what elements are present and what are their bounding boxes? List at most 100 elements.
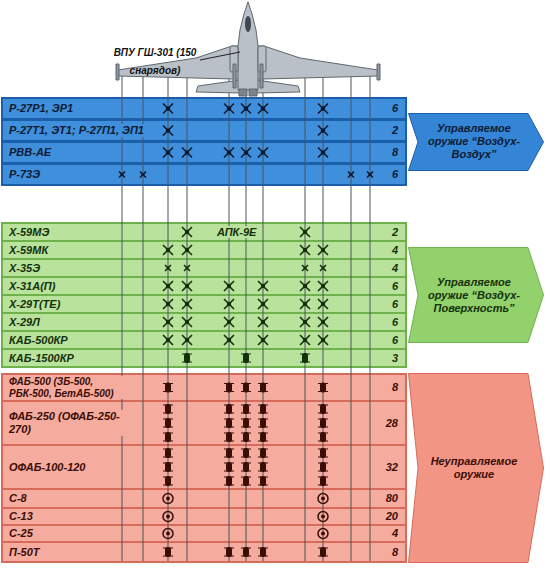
store-symbol	[224, 418, 234, 428]
row-band	[3, 509, 405, 524]
weapon-row: Х-31А(П)6	[3, 278, 405, 294]
store-symbol	[224, 476, 234, 486]
store-symbol	[318, 245, 328, 255]
store-symbol	[320, 265, 326, 271]
quantity: 2	[389, 226, 401, 239]
store-symbol	[258, 383, 268, 393]
store-symbol	[163, 104, 173, 114]
system-name: АПК-9Е	[214, 226, 259, 239]
category-arrow: Управляемое оружие “Воздух-Поверхность”	[408, 247, 544, 343]
panel	[1, 222, 407, 368]
nozzle	[249, 89, 257, 96]
weapon-row: Х-59МЭАПК-9Е2	[3, 224, 405, 240]
store-symbol	[163, 126, 173, 136]
store-symbol	[163, 299, 173, 309]
quantity: 4	[389, 527, 401, 540]
wingtip-rail	[116, 64, 119, 80]
quantity: 6	[389, 102, 401, 115]
store-symbol	[241, 547, 251, 557]
weapon-name: ФАБ-250 (ОФАБ-250-270)	[6, 410, 137, 435]
store-symbol	[163, 148, 173, 158]
store-symbol	[241, 418, 251, 428]
store-symbol	[258, 547, 268, 557]
store-symbol	[163, 383, 173, 393]
pylon-line	[305, 72, 306, 561]
store-symbol	[224, 404, 234, 414]
store-symbol	[318, 148, 328, 158]
store-symbol	[258, 432, 268, 442]
weapon-name: Х-59МК	[6, 244, 51, 257]
store-symbol	[163, 448, 173, 458]
store-symbol	[367, 172, 373, 178]
store-symbol	[318, 104, 328, 114]
store-symbol	[182, 227, 192, 237]
store-symbol	[318, 404, 328, 414]
store-symbol	[224, 281, 234, 291]
quantity: 8	[389, 546, 401, 559]
store-symbol	[241, 432, 251, 442]
store-symbol	[163, 432, 173, 442]
store-symbol	[163, 281, 173, 291]
weapon-name: ОФАБ-100-120	[6, 461, 89, 474]
store-symbol	[318, 317, 328, 327]
store-symbol	[182, 299, 192, 309]
store-symbol	[224, 448, 234, 458]
store-symbol	[182, 317, 192, 327]
row-band	[3, 375, 405, 400]
row-band	[3, 402, 405, 444]
weapon-name: КАБ-1500КР	[6, 352, 77, 365]
fuselage	[238, 2, 258, 90]
weapon-row: Х-35Э4	[3, 260, 405, 276]
store-symbol	[241, 462, 251, 472]
store-symbol	[163, 494, 173, 504]
row-band	[3, 490, 405, 507]
store-symbol	[224, 299, 234, 309]
fin	[233, 64, 236, 88]
store-symbol	[258, 448, 268, 458]
quantity: 8	[389, 381, 401, 394]
store-symbol	[258, 281, 268, 291]
store-symbol	[182, 245, 192, 255]
weapon-row: ОФАБ-100-12032	[3, 446, 405, 488]
store-symbol	[318, 494, 328, 504]
weapon-row: С-880	[3, 490, 405, 507]
arrow-fill	[409, 374, 544, 563]
store-symbol	[184, 265, 190, 271]
store-symbol	[302, 265, 308, 271]
weapon-row: Х-29Л6	[3, 314, 405, 330]
store-symbol	[318, 512, 328, 522]
store-symbol	[241, 404, 251, 414]
weapon-name: Х-31А(П)	[6, 280, 58, 293]
store-symbol	[163, 547, 173, 557]
pylon-line	[263, 72, 264, 561]
leader-line	[200, 52, 240, 60]
quantity: 2	[389, 124, 401, 137]
store-symbol	[182, 281, 192, 291]
store-symbol	[241, 353, 251, 363]
nozzle	[239, 89, 247, 96]
weapon-name: ФАБ-500 (ЗБ-500, РБК-500, БетАБ-500)	[6, 376, 137, 399]
store-symbol	[318, 529, 328, 539]
callout-label: ВПУ ГШ-301 (150 снарядов)	[114, 47, 197, 76]
store-symbol	[258, 335, 268, 345]
row-band	[3, 165, 405, 184]
weapon-row: РВВ-АЕ8	[3, 143, 405, 162]
pylon-line	[122, 72, 123, 561]
store-symbol	[318, 383, 328, 393]
weapon-name: Р-27Т1, ЭТ1; Р-27П1, ЭП1	[6, 124, 147, 137]
store-symbol	[163, 317, 173, 327]
row-band	[3, 121, 405, 140]
pylon-line	[351, 72, 352, 561]
weapon-name: Х-29Л	[6, 316, 43, 329]
weapon-row: Р-27Р1, ЭР16	[3, 99, 405, 118]
store-symbol	[182, 148, 192, 158]
store-symbol	[224, 335, 234, 345]
quantity: 6	[389, 334, 401, 347]
row-band	[3, 526, 405, 541]
store-symbol	[182, 353, 192, 363]
arrow-fill	[409, 248, 544, 343]
store-symbol	[224, 104, 234, 114]
panel	[1, 97, 407, 186]
weapon-row: С-1320	[3, 509, 405, 524]
quantity: 6	[389, 298, 401, 311]
